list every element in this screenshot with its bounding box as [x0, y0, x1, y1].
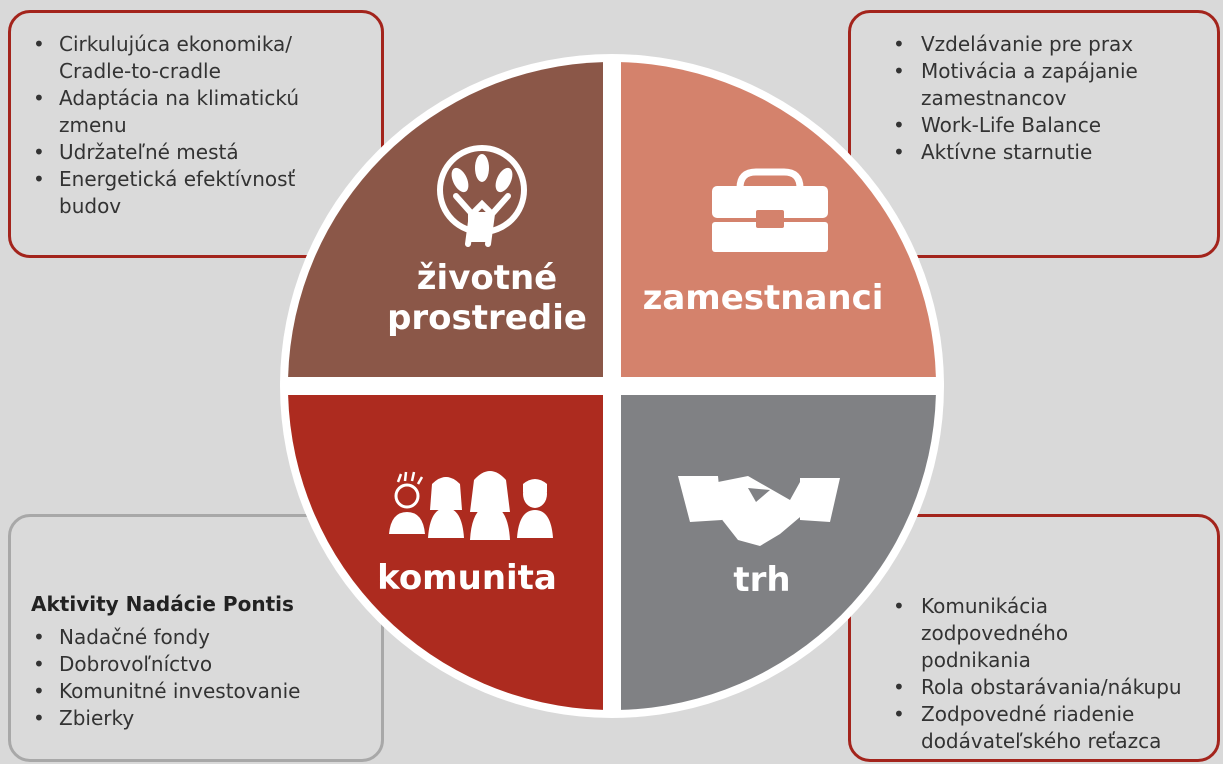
market-topics-list: Komunikácia zodpovedného podnikania Rola… [875, 593, 1217, 755]
market-topics-box: Komunikácia zodpovedného podnikania Rola… [848, 514, 1220, 762]
list-item: Zodpovedné riadenie dodávateľského reťaz… [875, 701, 1191, 755]
environment-topics-box: Cirkulujúca ekonomika/ Cradle-to-cradle … [8, 10, 384, 258]
environment-topics-list: Cirkulujúca ekonomika/ Cradle-to-cradle … [25, 31, 381, 220]
people-icon [389, 471, 553, 540]
list-item: Dobrovoľníctvo [25, 651, 381, 678]
market-label: trh [733, 560, 791, 600]
list-item: Aktívne starnutie [875, 139, 1217, 166]
quadrant-market [621, 395, 936, 710]
employees-topics-box: Vzdelávanie pre prax Motivácia a zapájan… [848, 10, 1220, 258]
list-item: Work-Life Balance [875, 112, 1217, 139]
list-item: Udržateľné mestá [25, 139, 381, 166]
list-item: Cirkulujúca ekonomika/ Cradle-to-cradle [25, 31, 309, 85]
handshake-icon [678, 476, 840, 546]
briefcase-icon [712, 168, 828, 252]
employees-label: zamestnanci [642, 278, 884, 318]
employees-topics-list: Vzdelávanie pre prax Motivácia a zapájan… [875, 31, 1217, 166]
environment-label-line1: životné [416, 258, 558, 298]
pontis-activities-box: Aktivity Nadácie Pontis Nadačné fondy Do… [8, 514, 384, 762]
quadrant-environment [288, 62, 603, 377]
list-item: Zbierky [25, 705, 381, 732]
list-item: Komunikácia zodpovedného podnikania [875, 593, 1171, 674]
pontis-activities-list: Nadačné fondy Dobrovoľníctvo Komunitné i… [25, 624, 381, 732]
wheel-background [280, 54, 944, 718]
community-label: komunita [377, 558, 557, 598]
tree-icon [437, 145, 527, 247]
pontis-activities-heading: Aktivity Nadácie Pontis [31, 592, 294, 616]
list-item: Rola obstarávania/nákupu [875, 674, 1217, 701]
quadrant-community [288, 395, 603, 710]
list-item: Vzdelávanie pre prax [875, 31, 1217, 58]
list-item: Adaptácia na klimatickú zmenu [25, 85, 309, 139]
environment-label: životné prostredie [376, 258, 598, 338]
environment-label-line2: prostredie [387, 298, 587, 338]
list-item: Motivácia a zapájanie zamestnancov [875, 58, 1161, 112]
list-item: Energetická efektívnosť budov [25, 166, 319, 220]
list-item: Nadačné fondy [25, 624, 381, 651]
list-item: Komunitné investovanie [25, 678, 381, 705]
